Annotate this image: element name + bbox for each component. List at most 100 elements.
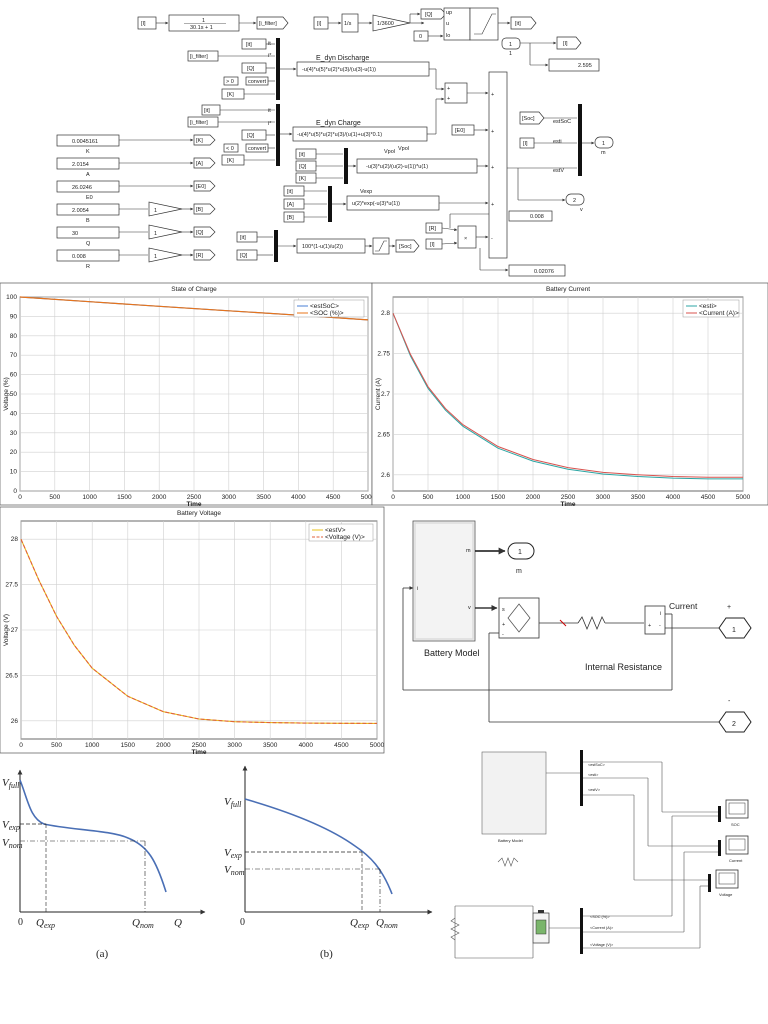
goto-soc-2[interactable] [395,239,420,253]
legend-box [293,299,365,318]
param-goto-r[interactable] [193,249,216,261]
param-name-r: R [86,264,90,270]
param-const-q[interactable] [56,226,120,239]
outport-v-label: v [580,207,583,213]
display-top [548,58,600,72]
battery-model-block[interactable] [412,520,476,642]
parameter-column: 0.0045161K[K]2.0154A[A]26.0246E0[E0]2.00… [56,134,216,270]
scope-battery-block[interactable] [481,751,547,835]
y-tick-label: 100 [6,294,17,301]
param-goto-e0[interactable] [193,180,216,192]
x-tick-label: 3000 [596,494,611,501]
param-name-a: A [86,172,90,178]
a-vnom: V [2,837,10,849]
mux2-label-1: <Current (A)> [590,926,614,930]
svg-text:Qexp: Qexp [350,917,369,930]
goto-i-filter[interactable] [256,16,289,30]
param-goto-label-b: [B] [196,207,203,213]
cmp-gt-zero[interactable] [223,76,239,86]
battery-port-m: m [466,548,471,554]
display-top-value: 2.595 [578,63,592,69]
voltage-sum[interactable] [488,71,508,259]
mux-label-esti: esti [553,139,562,145]
soc-saturation[interactable] [372,237,390,255]
svg-text:Vexp: Vexp [224,847,242,860]
param-value-q: 30 [72,231,78,237]
param-goto-label-k: [K] [196,138,203,144]
charge-in-Q-label: [Q] [247,133,255,139]
series-line-1 [392,313,743,478]
y-tick-label: 30 [10,430,18,437]
legend-label-1: <SOC (%)> [310,310,344,317]
outport-m-value: 1 [602,141,605,147]
from-soc-1[interactable] [519,111,545,125]
param-const-e0[interactable] [56,180,120,193]
y-tick-label: 50 [10,391,18,398]
legend-label-1: <Voltage (V)> [325,534,365,541]
x-tick-label: 500 [51,742,62,749]
a-origin: 0 [18,917,23,928]
display-bottom [508,264,566,277]
param-const-k[interactable] [56,134,120,147]
svg-text:Vfull: Vfull [2,777,20,790]
param-goto-q[interactable] [193,226,216,238]
goto-it[interactable] [510,16,537,30]
y-tick-label: 60 [10,372,18,379]
param-gain-label-b: 1 [154,208,157,214]
filter-tf-den: 30.1s + 1 [190,25,213,31]
param-goto-a[interactable] [193,157,216,169]
vexp-group: Vexp [it] [A] [B] u(2)*exp(-u(3)*u(1)) [283,185,489,223]
chart-title: Battery Voltage [177,510,221,517]
gain-1-3600[interactable] [372,14,411,32]
current-sensor[interactable] [644,605,666,635]
goto-Q[interactable] [420,8,447,20]
discharge-in-it-label: [it] [246,42,252,48]
y-tick-label: 2.8 [381,310,390,317]
param-goto-b[interactable] [193,203,216,215]
param-gain-r[interactable] [148,247,183,263]
svg-text:+: + [447,86,450,92]
sensor-i: i [660,611,661,617]
x-tick-label: 2000 [526,494,541,501]
port-1-sign: + [727,604,731,611]
const-1-block[interactable] [501,37,521,50]
param-gain-q[interactable] [148,224,183,240]
param-const-b[interactable] [56,203,120,216]
port-2-block[interactable] [718,711,752,733]
a-qexp-sub: exp [44,921,55,930]
controlled-voltage-source[interactable] [498,597,540,639]
sat-lo: lo [446,33,450,39]
x-tick-label: 1000 [85,742,100,749]
a-qexp: Q [36,917,44,929]
internal-resistor[interactable] [577,615,606,631]
outport-v-value: 2 [573,198,576,204]
param-gain-b[interactable] [148,201,183,217]
x-tick-label: 4500 [326,494,341,501]
outport-m-block[interactable] [507,542,535,560]
goto-I[interactable] [556,36,582,50]
param-const-r[interactable] [56,249,120,262]
x-tick-label: 0 [18,494,22,501]
svg-text:+: + [491,202,494,208]
charge-in-K-label: [K] [227,158,234,164]
legend-label-0: <estV> [325,527,346,534]
param-const-a[interactable] [56,157,120,170]
from-R-label: [R] [429,226,437,232]
discharge-curve-b: Vfull Vexp Vnom 0 Qexp Qnom (b) [224,765,433,960]
param-goto-k[interactable] [193,134,216,146]
charge-mux [276,104,280,166]
cmp-gt-label: > 0 [226,79,234,85]
discharge-curve-a-line [19,779,167,893]
x-tick-label: 500 [49,494,60,501]
param-goto-label-e0: [E0] [196,184,206,190]
outport-m[interactable] [594,136,614,149]
port-1-block[interactable] [718,617,752,639]
outport-v[interactable] [565,193,585,206]
x-axis-label: Time [186,501,201,508]
scope-battery-label: Battery Model [498,838,523,843]
cmp-lt-label: < 0 [226,146,234,152]
cmp-lt-zero[interactable] [223,143,239,153]
x-tick-label: 1000 [82,494,97,501]
b-qnom: Q [376,917,384,929]
